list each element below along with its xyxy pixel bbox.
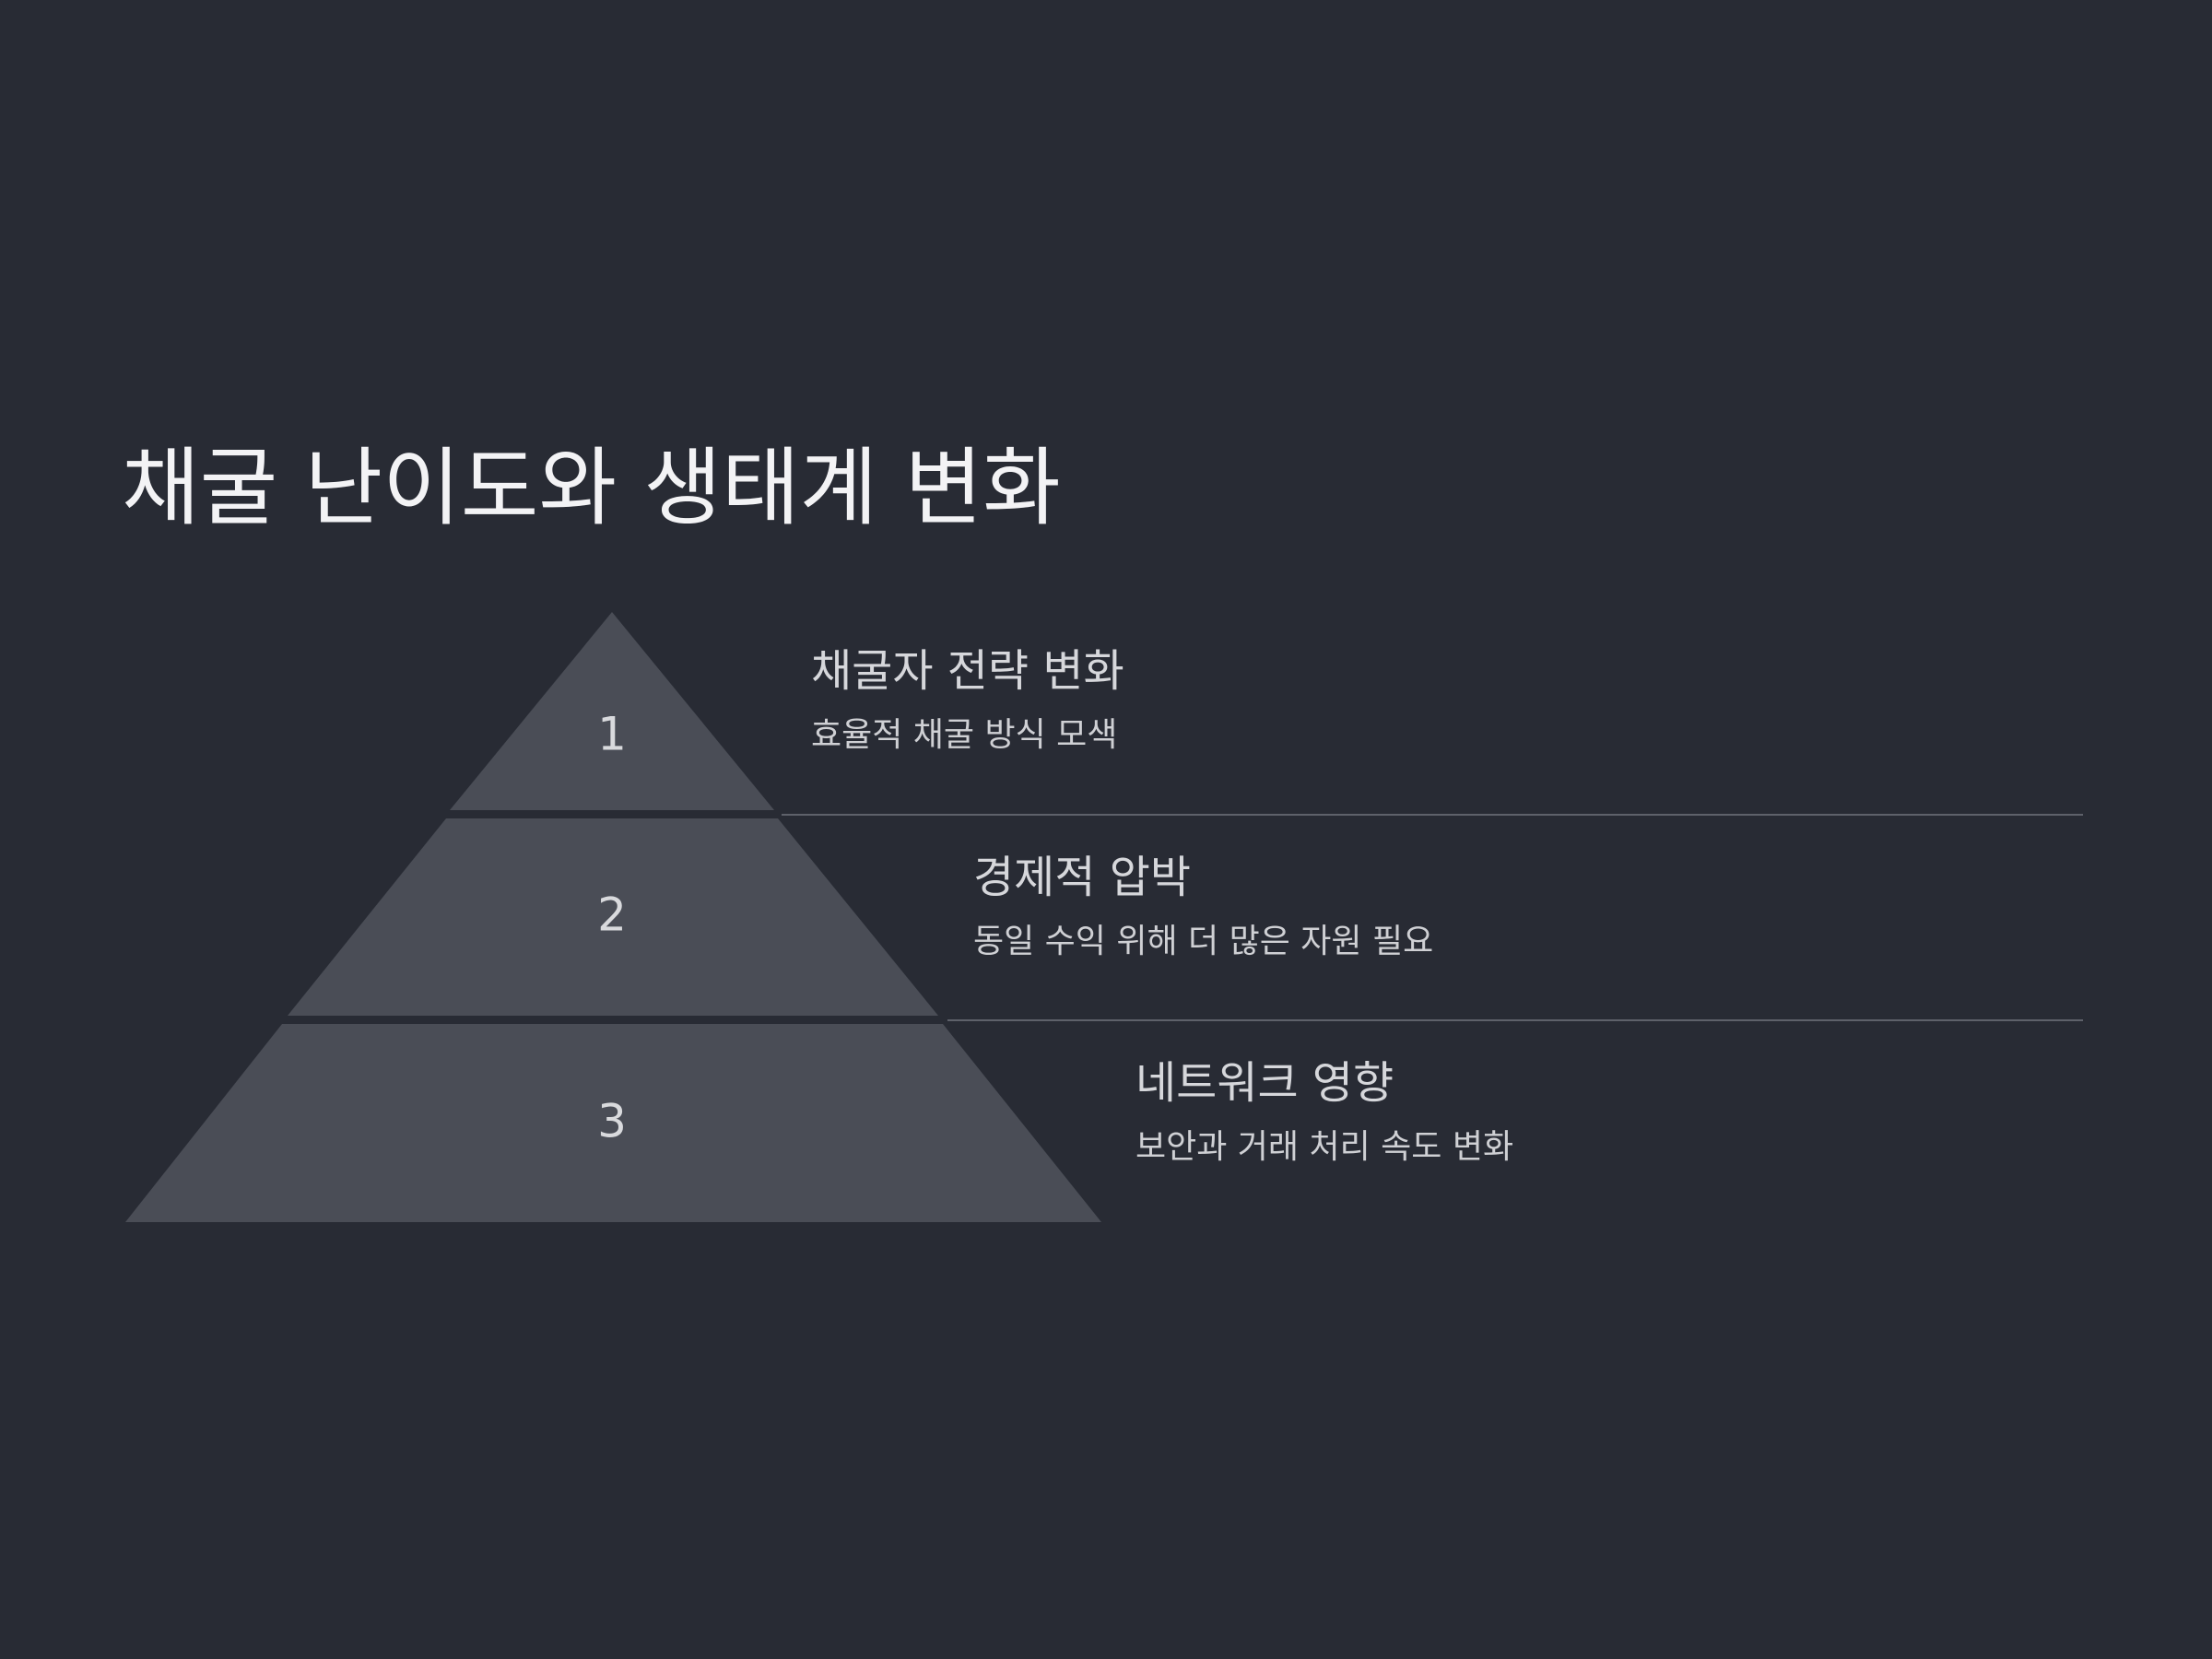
pyramid-tier-1 <box>450 612 774 810</box>
tier-3-heading: 네트워크 영향 <box>1135 1057 1394 1109</box>
pyramid-tier-2 <box>288 818 938 1016</box>
tier-3-number: 3 <box>597 1095 627 1148</box>
tier-2-description: 동일 수익 위해 더 많은 자원 필요 <box>973 923 1434 960</box>
tier-1-description: 효율적 채굴 방식 모색 <box>811 716 1118 754</box>
tier-3-text: 네트워크 영향 보안과 거래 처리 속도 변화 <box>1135 1055 1513 1170</box>
slide-title: 채굴 난이도와 생태계 변화 <box>122 439 1061 537</box>
tier-2-number: 2 <box>597 888 627 942</box>
tier-2-heading: 경제적 압박 <box>973 852 1192 903</box>
tier-3-description: 보안과 거래 처리 속도 변화 <box>1135 1128 1514 1166</box>
tier-2-text: 경제적 압박 동일 수익 위해 더 많은 자원 필요 <box>973 850 1433 964</box>
pyramid-tier-3 <box>125 1024 1101 1222</box>
tier-1-text: 채굴자 전략 변화 효율적 채굴 방식 모색 <box>811 643 1124 758</box>
tier-1-number: 1 <box>597 708 627 761</box>
tier-1-heading: 채굴자 전략 변화 <box>811 645 1124 697</box>
